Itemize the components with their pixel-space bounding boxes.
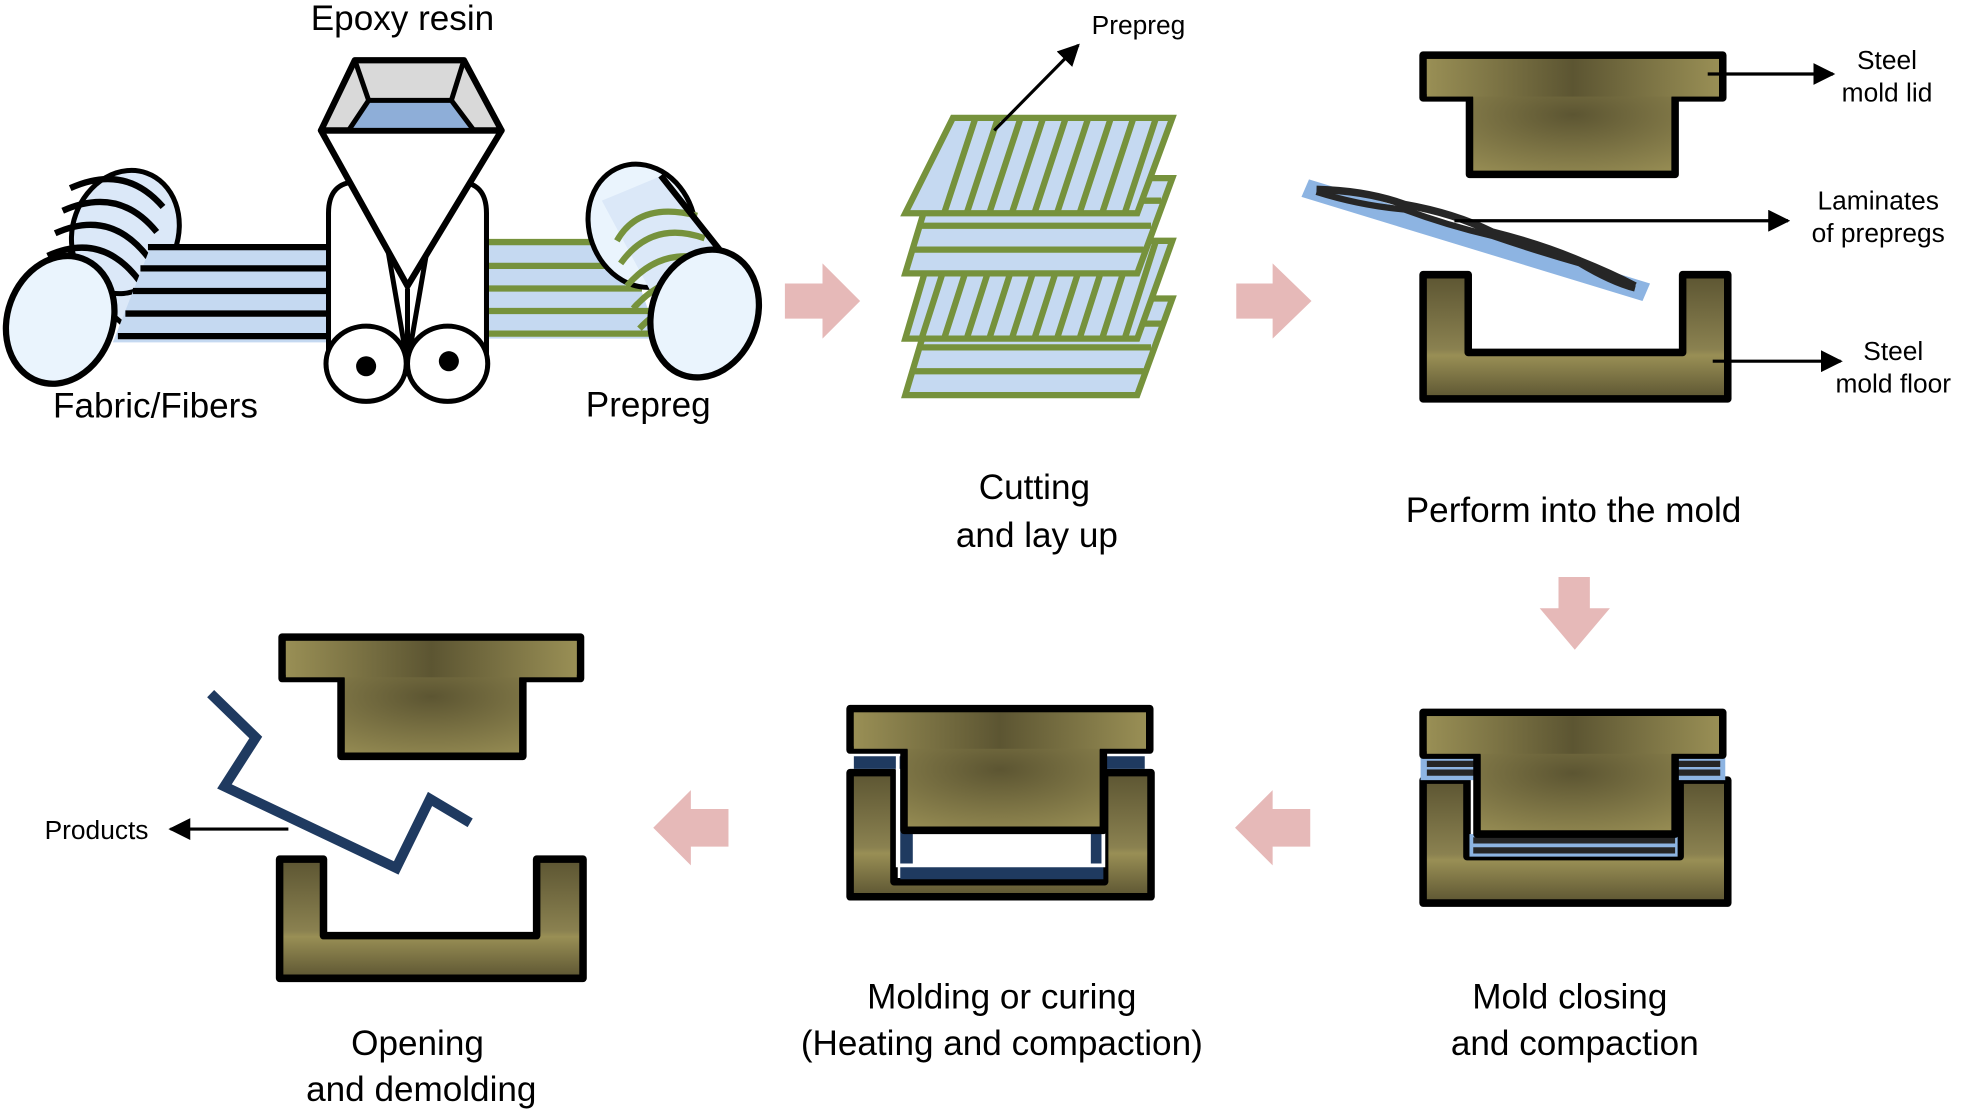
floor-callout-line1: Steel [1863, 336, 1923, 366]
flow-arrow-left-icon [1235, 790, 1311, 866]
flow-arrow-left-icon [653, 790, 729, 866]
prepreg-callout: Prepreg [1092, 10, 1186, 40]
curing-mold-icon [846, 704, 1155, 901]
floor-callout-line2: mold floor [1835, 369, 1951, 399]
closing-caption-line1: Mold closing [1472, 977, 1667, 1016]
flow-arrow-down-icon [1539, 576, 1610, 650]
prepreg-roll-icon [585, 161, 763, 381]
laminate-icon [1301, 179, 1651, 302]
lid-callout-line1: Steel [1857, 45, 1917, 75]
perform-caption: Perform into the mold [1406, 491, 1742, 530]
fiber-sheet [112, 243, 329, 343]
stage-perform: Steel mold lid Laminates of prepregs Ste… [1301, 45, 1951, 530]
product-part-icon [207, 689, 473, 875]
laminate-callout-line2: of prepregs [1812, 218, 1945, 248]
closed-mold-icon [1419, 708, 1732, 907]
cutting-caption-line2: and lay up [956, 516, 1118, 555]
impregnation-rollers-icon [323, 179, 491, 404]
open-lid-icon [278, 633, 585, 761]
curing-caption-line1: Molding or curing [867, 977, 1136, 1016]
prepreg-stack-icon [900, 114, 1177, 399]
stage-mold-closing: Mold closing and compaction [1419, 708, 1732, 1063]
resin-label: Epoxy resin [311, 0, 494, 38]
products-callout: Products [45, 815, 149, 845]
resin-hopper-icon [317, 57, 505, 290]
open-floor-icon [275, 855, 587, 983]
flow-arrow-right-icon [784, 263, 861, 339]
cutting-caption-line1: Cutting [979, 468, 1090, 507]
prepreg-label: Prepreg [586, 385, 711, 424]
mold-floor-icon [1419, 270, 1732, 403]
demolding-caption-line2: and demolding [306, 1070, 536, 1109]
stage-cutting-layup: Prepreg Cutting and lay up [900, 10, 1186, 555]
curing-caption-line2: (Heating and compaction) [801, 1024, 1203, 1063]
prepreg-callout-arrow [993, 43, 1080, 132]
stage-demolding: Products Opening and demolding [45, 633, 587, 1109]
demolding-caption-line1: Opening [351, 1024, 484, 1063]
lid-callout-line2: mold lid [1842, 78, 1933, 108]
mold-lid-icon [1419, 51, 1727, 179]
stage-molding-curing: Molding or curing (Heating and compactio… [801, 704, 1203, 1063]
flow-arrow-right-icon [1236, 263, 1312, 339]
stage-impregnation: Epoxy resin Fabric/Fibers Prepreg [2, 0, 763, 426]
fabric-roll-icon [2, 167, 182, 387]
closing-caption-line2: and compaction [1451, 1024, 1699, 1063]
laminate-callout-line1: Laminates [1817, 185, 1938, 215]
fabric-label: Fabric/Fibers [53, 387, 258, 426]
